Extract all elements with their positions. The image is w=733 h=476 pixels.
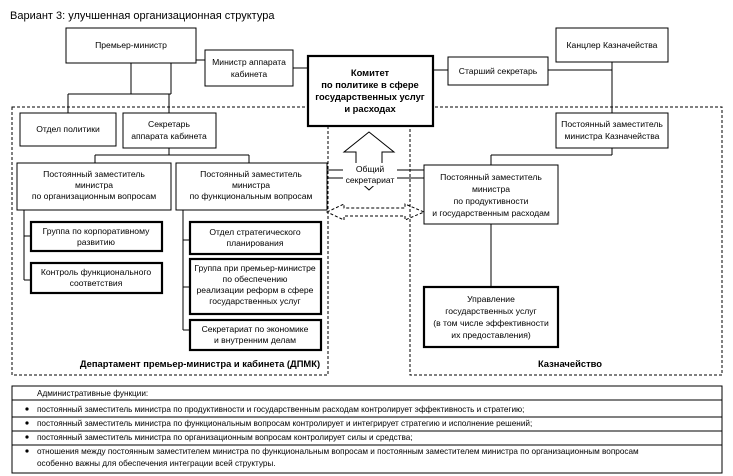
svg-text:Общий: Общий — [356, 164, 384, 174]
svg-text:Постоянный заместитель: Постоянный заместитель — [561, 119, 663, 129]
box-deputy-org: Постоянный заместитель министра по орган… — [16, 162, 172, 211]
admin-item-4-line-1: отношения между постоянным заместителем … — [37, 447, 639, 456]
box-func-control: Контроль функционального соответствия — [29, 261, 164, 295]
svg-text:министра: министра — [232, 180, 270, 190]
svg-text:по организационным вопросам: по организационным вопросам — [32, 191, 156, 201]
admin-header: Административные функции: — [37, 389, 148, 398]
svg-text:(в том числе эффективности: (в том числе эффективности — [433, 318, 549, 328]
svg-text:по политике в сфере: по политике в сфере — [321, 79, 419, 90]
box-deputy-products: Постоянный заместитель министра по проду… — [423, 164, 559, 225]
box-chancellor: Канцлер Казначейства — [555, 27, 669, 63]
svg-text:государственных услуг: государственных услуг — [445, 306, 536, 316]
box-strategic-planning: Отдел стратегического планирования — [188, 220, 323, 256]
svg-text:и государственным расходам: и государственным расходам — [432, 208, 550, 218]
treasury-label: Казначейство — [538, 358, 602, 369]
svg-text:Постоянный заместитель: Постоянный заместитель — [200, 169, 302, 179]
svg-text:соответствия: соответствия — [70, 278, 123, 288]
box-econ-secretariat: Секретариат по экономике и внутренним де… — [188, 318, 323, 352]
svg-text:государственных услуг: государственных услуг — [315, 91, 425, 102]
svg-text:по обеспечению: по обеспечению — [223, 274, 288, 284]
box-committee: Комитет по политике в сфере государствен… — [306, 54, 435, 128]
svg-text:и расходах: и расходах — [344, 103, 396, 114]
svg-text:министра: министра — [75, 180, 113, 190]
svg-text:аппарата кабинета: аппарата кабинета — [131, 131, 207, 141]
box-cabinet-secretary: Секретарь аппарата кабинета — [122, 112, 217, 149]
svg-text:развитию: развитию — [77, 237, 116, 247]
dpmk-label: Департамент премьер-министра и кабинета … — [80, 358, 320, 369]
svg-text:Отдел политики: Отдел политики — [36, 124, 100, 134]
box-corp-dev: Группа по корпоративному развитию — [29, 220, 164, 253]
box-reform-group: Группа при премьер-министре по обеспечен… — [188, 257, 323, 316]
svg-text:Постоянный заместитель: Постоянный заместитель — [43, 169, 145, 179]
common-secretariat-label: Общий секретариат — [346, 164, 395, 185]
admin-item-4-line-2: особенно важны для обеспечения интеграци… — [37, 459, 276, 468]
svg-text:реализации реформ в сфере: реализации реформ в сфере — [197, 285, 314, 295]
box-cabinet-minister: Министр аппарата кабинета — [204, 49, 294, 87]
chart-title: Вариант 3: улучшенная организационная ст… — [10, 10, 275, 22]
svg-text:Министр аппарата: Министр аппарата — [212, 57, 286, 67]
svg-text:и внутренним делам: и внутренним делам — [214, 335, 296, 345]
box-prime-minister: Премьер-министр — [65, 27, 197, 64]
bullet-icon — [25, 435, 29, 439]
svg-text:Управление: Управление — [467, 294, 515, 304]
admin-item-1: постоянный заместитель министра по проду… — [37, 405, 524, 414]
svg-text:по продуктивности: по продуктивности — [454, 196, 529, 206]
svg-text:Группа по корпоративному: Группа по корпоративному — [43, 226, 150, 236]
bullet-icon — [25, 449, 29, 453]
svg-text:по функциональным вопросам: по функциональным вопросам — [190, 191, 313, 201]
box-treasury-deputy: Постоянный заместитель министра Казначей… — [555, 112, 669, 149]
svg-text:их предоставления): их предоставления) — [451, 330, 531, 340]
box-senior-secretary: Старший секретарь — [447, 56, 549, 86]
svg-text:Комитет: Комитет — [351, 67, 390, 78]
box-service-management: Управление государственных услуг (в том … — [422, 285, 560, 349]
svg-text:Канцлер Казначейства: Канцлер Казначейства — [567, 40, 658, 50]
bullet-icon — [25, 421, 29, 425]
svg-text:Постоянный заместитель: Постоянный заместитель — [440, 172, 542, 182]
admin-functions-panel: Административные функции: постоянный зам… — [11, 385, 723, 474]
svg-text:планирования: планирования — [226, 238, 283, 248]
svg-text:секретариат: секретариат — [346, 175, 395, 185]
svg-text:министра Казначейства: министра Казначейства — [565, 131, 660, 141]
svg-text:Секретариат по экономике: Секретариат по экономике — [202, 324, 309, 334]
treasury-region — [409, 106, 723, 376]
box-deputy-func: Постоянный заместитель министра по функц… — [175, 162, 328, 211]
svg-text:Отдел стратегического: Отдел стратегического — [209, 227, 301, 237]
svg-text:Секретарь: Секретарь — [148, 119, 190, 129]
svg-text:Группа при премьер-министре: Группа при премьер-министре — [194, 263, 316, 273]
svg-text:Контроль функционального: Контроль функционального — [41, 267, 151, 277]
svg-text:государственных услуг: государственных услуг — [209, 296, 300, 306]
admin-item-2: постоянный заместитель министра по функц… — [37, 419, 532, 428]
double-arrow-icon — [325, 203, 426, 221]
box-policy-dept: Отдел политики — [19, 112, 117, 147]
svg-text:кабинета: кабинета — [231, 69, 268, 79]
svg-text:Старший секретарь: Старший секретарь — [459, 66, 538, 76]
svg-text:министра: министра — [472, 184, 510, 194]
admin-item-3: постоянный заместитель министра по орган… — [37, 433, 413, 442]
svg-text:Премьер-министр: Премьер-министр — [95, 40, 167, 50]
bullet-icon — [25, 407, 29, 411]
dpmk-region — [11, 106, 329, 376]
